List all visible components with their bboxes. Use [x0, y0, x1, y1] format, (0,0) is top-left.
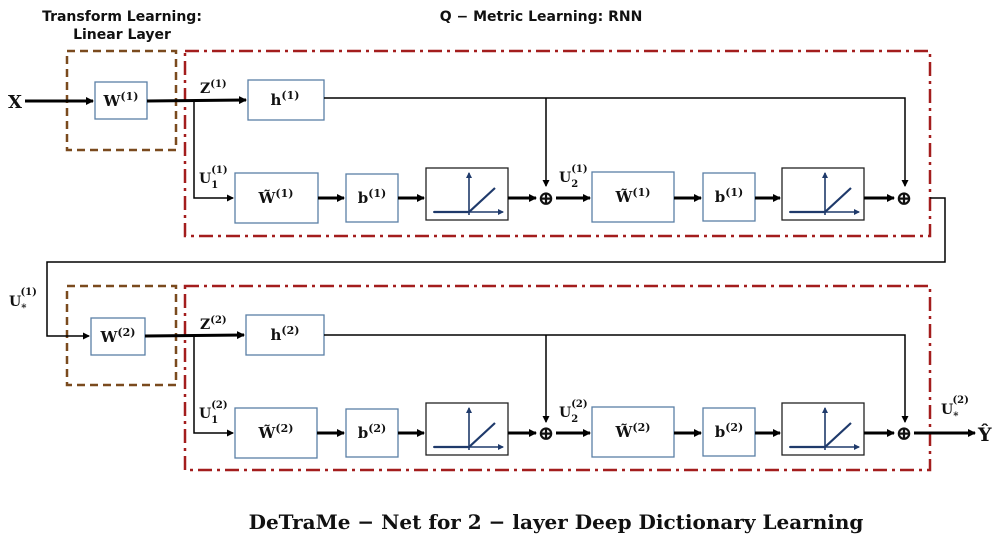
wtilde2-box [234, 407, 318, 459]
ustar-1-label: U*(1) [9, 287, 37, 314]
sum-4-symbol: ⊕ [896, 421, 913, 445]
wtilde1-label: W̃(1) [258, 187, 294, 207]
metric-learning-region-1 [183, 49, 932, 238]
h1-to-sum2-wire [324, 97, 909, 187]
h2-box [245, 314, 325, 356]
h1-box [247, 79, 325, 121]
wtilde2-second-label: W̃(2) [615, 421, 651, 441]
sum-1-symbol: ⊕ [538, 186, 555, 210]
w2-box [90, 317, 146, 356]
relu-3-curve [434, 422, 496, 449]
header-transform-learning-line2: Linear Layer [73, 27, 171, 43]
ustar-2-label: U*(2) [941, 395, 969, 422]
b1-label: b(1) [358, 187, 387, 207]
diagram-caption: DeTraMe − Net for 2 − layer Deep Diction… [249, 510, 864, 534]
u1-1-label: U1(1) [199, 165, 228, 191]
wtilde1-second-label: W̃(1) [615, 186, 651, 206]
h2-label: h(2) [271, 324, 300, 344]
b2-label: b(2) [358, 422, 387, 442]
b1-second-box [702, 172, 756, 222]
w1-to-h1-arrow [146, 96, 247, 105]
z1-label: Z(1) [200, 79, 227, 97]
z2-to-wtilde-wire [193, 336, 234, 437]
h2-to-sum4-wire [324, 334, 909, 423]
header-metric-learning: Q − Metric Learning: RNN [440, 9, 643, 25]
u1-2-label: U1(2) [199, 400, 228, 426]
u2-2-label: U2(2) [559, 399, 588, 425]
b2-second-label: b(2) [715, 421, 744, 441]
wtilde1-box [234, 172, 319, 224]
w1-label: W(1) [103, 90, 139, 110]
sum-2-symbol: ⊕ [896, 186, 913, 210]
b1-second-label: b(1) [715, 186, 744, 206]
h1-label: h(1) [271, 89, 300, 109]
z2-label: Z(2) [200, 315, 227, 333]
sum-3-symbol: ⊕ [538, 421, 555, 445]
metric-learning-region-2 [183, 284, 932, 472]
wtilde2-label: W̃(2) [258, 422, 294, 442]
header-transform-learning-line1: Transform Learning: [42, 9, 202, 25]
relu-4-curve [790, 422, 852, 449]
u2-1-label: U2(1) [559, 164, 588, 190]
input-x-label: X [8, 92, 22, 113]
b1-box [345, 173, 399, 223]
relu-1-curve [434, 187, 496, 214]
w2-label: W(2) [100, 326, 136, 346]
relu-2-curve [790, 187, 852, 214]
z1-to-wtilde-wire [193, 101, 234, 202]
layer1-to-layer2-wire [46, 197, 946, 340]
b2-second-box [702, 407, 756, 457]
wtilde2-second-box [591, 406, 675, 458]
w2-to-h2-arrow [144, 331, 245, 340]
output-y-hat-label: Ŷ [977, 423, 992, 446]
